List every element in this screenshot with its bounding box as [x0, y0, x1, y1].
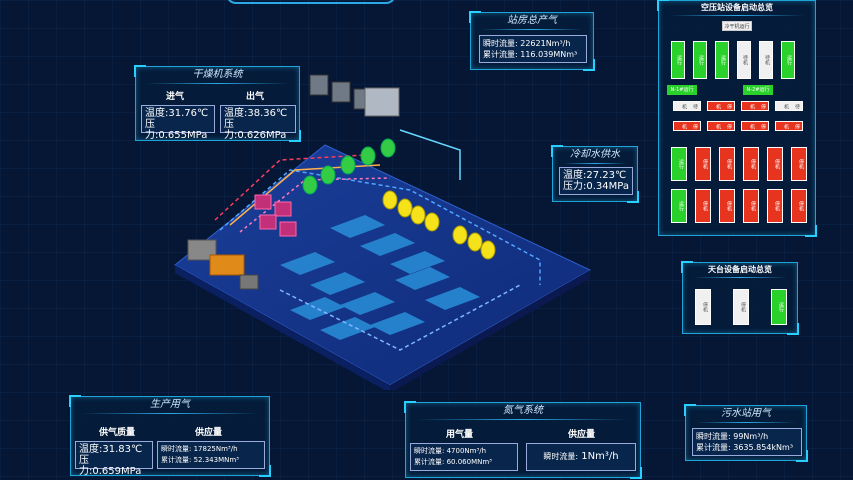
- production-supply-box: 瞬时流量: 17825Nm³/h 累计流量: 52.343MNm³: [157, 441, 265, 469]
- outlet-box: 温度:38.36℃ 压力:0.626MPa: [220, 105, 296, 141]
- equipment-status-tile[interactable]: 停机: [741, 101, 769, 111]
- equipment-status-tile[interactable]: 停机: [791, 147, 807, 181]
- inlet-temp: 31.76℃: [168, 108, 209, 119]
- equipment-status-tile[interactable]: 停机: [673, 121, 701, 131]
- supply-header: 供应量: [195, 428, 223, 438]
- nitrogen-cumulative-flow: 60.060MNm³: [446, 458, 492, 466]
- dryer-system-card: 干燥机系统 进气 出气 温度:31.76℃ 压力:0.655MPa 温度:38.…: [134, 65, 301, 142]
- equipment-status-tile[interactable]: 待机: [737, 41, 751, 79]
- cumulative-flow-value: 116.039MNm³: [520, 50, 578, 59]
- equipment-status-tile[interactable]: 运行: [781, 41, 795, 79]
- equipment-status-tile[interactable]: 运行: [671, 41, 685, 79]
- rooftop-status-tile[interactable]: 停机: [695, 289, 711, 325]
- equipment-status-tile[interactable]: 停机: [743, 189, 759, 223]
- instant-flow-value: 22621Nm³/h: [520, 39, 571, 48]
- sewage-flow-box: 瞬时流量: 99Nm³/h 累计流量: 3635.854kNm³: [692, 428, 802, 456]
- panel-title: 天台设备启动总览: [708, 265, 772, 274]
- equipment-status-tile[interactable]: 停机: [741, 121, 769, 131]
- rooftop-overview-panel: 天台设备启动总览 停机停机运行: [681, 261, 799, 335]
- nitrogen-instant-flow: 4700Nm³/h: [446, 447, 487, 455]
- compressor-overview-panel: 空压站设备启动总览 冷干机运行 运行运行运行待机待机运行 N-1#运行 N-2#…: [657, 0, 817, 237]
- air-station-total-card: 站房总产气 瞬时流量: 22621Nm³/h 累计流量: 116.039MNm³: [469, 11, 595, 71]
- nitrogen-system-card: 氮气系统 用气量 供应量 瞬时流量: 4700Nm³/h 累计流量: 60.06…: [404, 401, 642, 479]
- outlet-pressure: 0.626MPa: [237, 130, 287, 141]
- sewage-cumulative-flow: 3635.854kNm³: [733, 443, 794, 452]
- outlet-header: 出气: [246, 92, 265, 102]
- production-cumulative-flow: 52.343MNm³: [193, 456, 239, 464]
- card-title: 氮气系统: [503, 405, 543, 416]
- card-title: 冷却水供水: [570, 149, 620, 160]
- equipment-status-tile[interactable]: 停机: [707, 101, 735, 111]
- equipment-status-tile[interactable]: 停机: [707, 121, 735, 131]
- cooling-temp: 27.23℃: [586, 170, 627, 181]
- production-pressure: 0.659MPa: [92, 466, 142, 477]
- equipment-status-tile[interactable]: 停机: [775, 121, 803, 131]
- top-header-decoration: [226, 0, 396, 4]
- card-title: 站房总产气: [507, 15, 557, 26]
- n2-run-button[interactable]: N-2#运行: [743, 85, 773, 95]
- nitrogen-supply-value: 1Nm³/h: [581, 451, 619, 462]
- card-title: 干燥机系统: [192, 69, 243, 80]
- dryer-run-button[interactable]: 冷干机运行: [722, 21, 752, 31]
- air-station-flow-box: 瞬时流量: 22621Nm³/h 累计流量: 116.039MNm³: [479, 35, 587, 63]
- equipment-status-tile[interactable]: 停机: [767, 189, 783, 223]
- card-title: 生产用气: [150, 399, 190, 410]
- equipment-status-tile[interactable]: 停机: [767, 147, 783, 181]
- inlet-header: 进气: [166, 92, 185, 102]
- cooling-pressure: 0.34MPa: [586, 181, 629, 192]
- equipment-status-tile[interactable]: 停机: [695, 189, 711, 223]
- n1-run-button[interactable]: N-1#运行: [667, 85, 697, 95]
- equipment-status-tile[interactable]: 停机: [719, 147, 735, 181]
- equipment-status-tile[interactable]: 待机: [759, 41, 773, 79]
- nitrogen-usage-box: 瞬时流量: 4700Nm³/h 累计流量: 60.060MNm³: [410, 443, 518, 471]
- equipment-status-tile[interactable]: 运行: [671, 147, 687, 181]
- outlet-temp: 38.36℃: [247, 108, 288, 119]
- inlet-pressure: 0.655MPa: [158, 130, 208, 141]
- cooling-water-card: 冷却水供水 温度:27.23℃ 压力:0.34MPa: [551, 145, 639, 203]
- production-gas-card: 生产用气 供气质量 供应量 温度:31.83℃ 压力:0.659MPa 瞬时流量…: [69, 395, 271, 477]
- production-quality-box: 温度:31.83℃ 压力:0.659MPa: [75, 441, 153, 477]
- usage-header: 用气量: [446, 430, 474, 440]
- sewage-gas-card: 污水站用气 瞬时流量: 99Nm³/h 累计流量: 3635.854kNm³: [684, 404, 808, 462]
- sewage-instant-flow: 99Nm³/h: [733, 432, 769, 441]
- inlet-box: 温度:31.76℃ 压力:0.655MPa: [141, 105, 215, 141]
- equipment-status-tile[interactable]: 停机: [695, 147, 711, 181]
- rooftop-status-tile[interactable]: 运行: [771, 289, 787, 325]
- rooftop-status-tile[interactable]: 停机: [733, 289, 749, 325]
- quality-header: 供气质量: [99, 428, 136, 438]
- equipment-status-tile[interactable]: 停机: [791, 189, 807, 223]
- panel-title: 空压站设备启动总览: [701, 3, 773, 12]
- equipment-status-tile[interactable]: 运行: [715, 41, 729, 79]
- equipment-status-tile[interactable]: 停机: [743, 147, 759, 181]
- plant-scene: [174, 74, 592, 390]
- equipment-status-tile[interactable]: 停机: [719, 189, 735, 223]
- supply-header: 供应量: [568, 430, 596, 440]
- cooling-box: 温度:27.23℃ 压力:0.34MPa: [559, 167, 633, 195]
- equipment-status-tile[interactable]: 待机: [673, 101, 701, 111]
- equipment-status-tile[interactable]: 运行: [693, 41, 707, 79]
- production-instant-flow: 17825Nm³/h: [193, 445, 238, 453]
- nitrogen-supply-box: 瞬时流量: 1Nm³/h: [526, 443, 636, 471]
- production-temp: 31.83℃: [102, 444, 143, 455]
- equipment-status-tile[interactable]: 待机: [775, 101, 803, 111]
- equipment-status-tile[interactable]: 运行: [671, 189, 687, 223]
- card-title: 污水站用气: [721, 408, 771, 419]
